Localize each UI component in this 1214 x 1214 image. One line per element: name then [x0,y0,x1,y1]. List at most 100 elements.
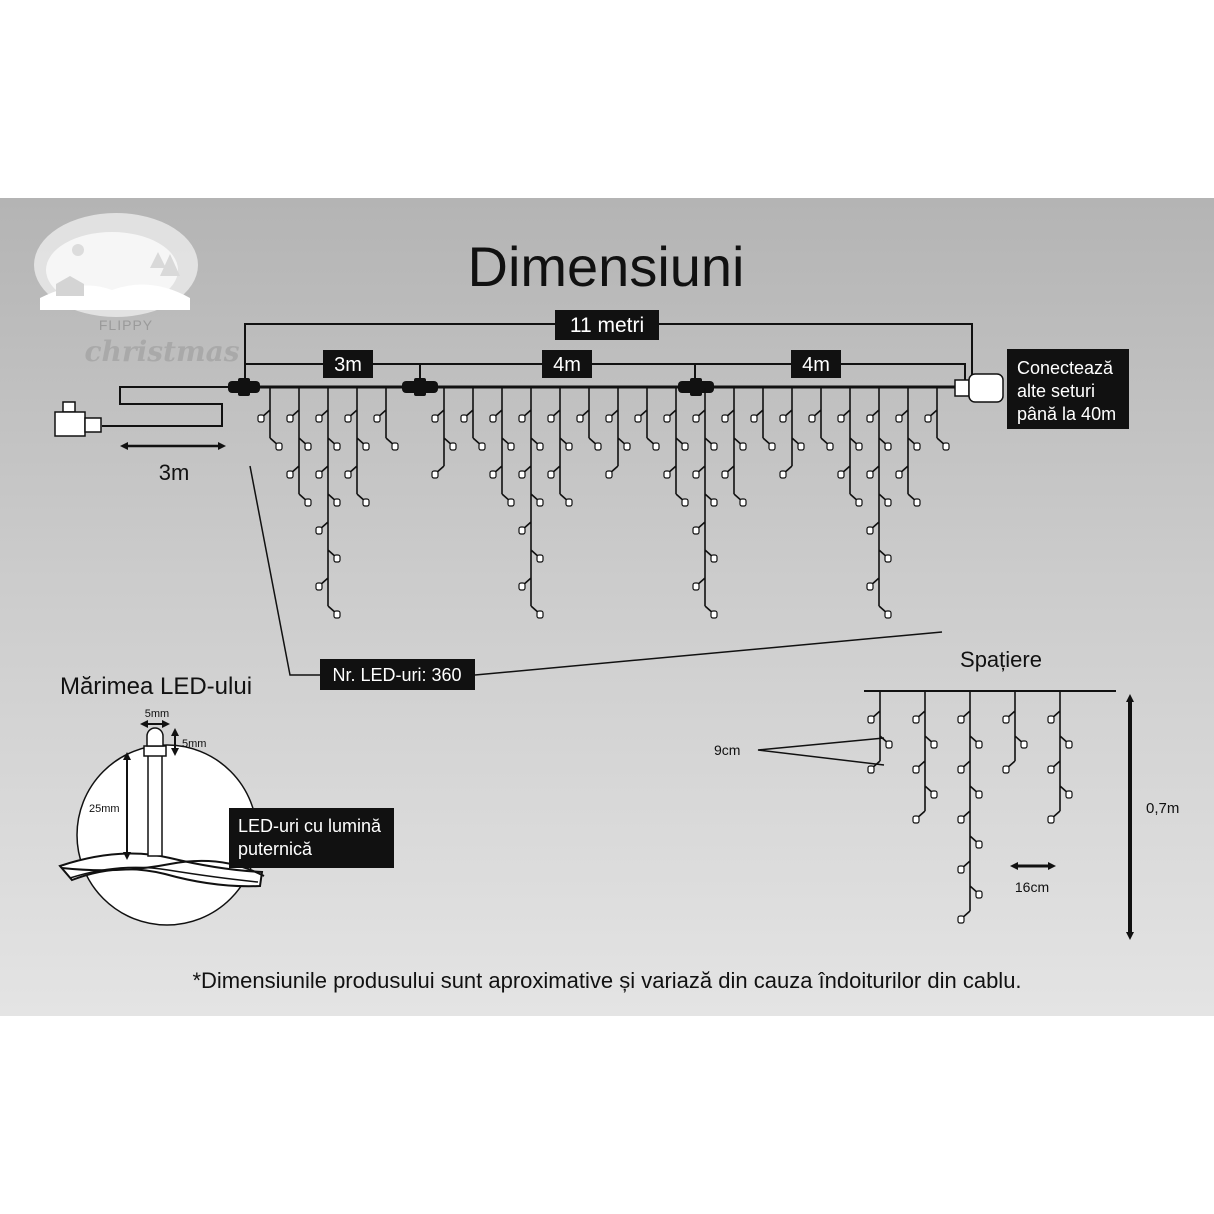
spacing-drop [1002,692,1028,774]
logo-line1: FLIPPY [99,317,153,333]
led-bulb [884,442,892,451]
led-bulb [344,470,352,479]
led-bulb [460,414,468,423]
led-drop [837,388,863,507]
led-bulb [1047,765,1055,774]
spacing-drop-label: 0,7m [1146,800,1179,817]
led-bulb [710,610,718,619]
led-bulb [518,582,526,591]
led-bulb [866,526,874,535]
led-bulb [1020,740,1028,749]
led-bulb [913,498,921,507]
led-bulb [634,414,642,423]
led-bulb [750,414,758,423]
led-bulb [681,498,689,507]
connect-note: Conectează alte seturi până la 40m [1007,349,1129,429]
led-bulb [576,414,584,423]
led-bulb [449,442,457,451]
led-bulb [924,414,932,423]
led-bulb [957,715,965,724]
led-bulb [594,442,602,451]
led-drop [344,388,370,507]
led-bulb [1065,790,1073,799]
led-bulb [1047,715,1055,724]
led-bulb [489,470,497,479]
led-bulb [866,582,874,591]
led-bulb [779,470,787,479]
led-size-title: Mărimea LED-ului [60,673,252,700]
led-drop [866,388,892,619]
led-bulb [866,470,874,479]
led-drop [547,388,573,507]
power-cable-length: 3m [159,460,190,485]
led-bulb [930,790,938,799]
led-bulb [942,442,950,451]
led-note-line2: puternică [238,839,313,859]
led-bulb [855,442,863,451]
led-bulb [975,840,983,849]
led-drop [924,388,950,451]
led-bulb [913,442,921,451]
svg-text:3m: 3m [334,354,362,376]
led-bulb [692,582,700,591]
spacing-drop [957,692,983,924]
led-bulb [652,442,660,451]
led-drop [431,388,457,479]
led-drop [373,388,399,451]
led-drop [750,388,776,451]
led-drop [663,388,689,507]
led-leg-length-label: 25mm [89,803,120,815]
power-cable [102,386,232,427]
spacing-vertical-label: 9cm [714,742,740,758]
led-bulb [884,610,892,619]
led-bulb [315,526,323,535]
led-bulb [304,442,312,451]
spacing-drop [1047,692,1073,824]
led-bulb [333,498,341,507]
led-drop [576,388,602,451]
led-bulb [681,442,689,451]
led-bulb [912,765,920,774]
led-bulb [837,414,845,423]
led-bulb [431,414,439,423]
led-drop [518,388,544,619]
led-bulb [605,470,613,479]
led-bulb [884,554,892,563]
led-bulb [957,815,965,824]
led-bulb [885,740,893,749]
dimensions-diagram: FLIPPY christmas Dimensiuni 11 metri 3m … [34,213,1179,993]
led-bulb [855,498,863,507]
led-bulb [975,890,983,899]
connector-1 [228,378,260,396]
led-bulb [333,610,341,619]
led-bulb [623,442,631,451]
led-bulb [779,414,787,423]
led-drop [605,388,631,479]
led-drop [692,388,718,619]
led-bulb [344,414,352,423]
led-bulb [333,442,341,451]
led-bulb [721,470,729,479]
svg-text:11 metri: 11 metri [570,314,644,337]
segment-2-label: 4m [542,350,592,378]
led-bulb [507,442,515,451]
led-bulb [536,610,544,619]
svg-text:Nr. LED-uri: 360: Nr. LED-uri: 360 [332,665,461,685]
led-drop [634,388,660,451]
led-drop [489,388,515,507]
svg-text:până la 40m: până la 40m [1017,404,1116,424]
led-bulb [391,442,399,451]
spacing-horizontal-label: 16cm [1015,879,1049,895]
led-bulb [721,414,729,423]
led-bulb [710,442,718,451]
logo-icon: FLIPPY christmas [34,213,240,368]
led-bulb [333,554,341,563]
led-bulb [739,498,747,507]
led-bulb [1065,740,1073,749]
connector-2 [402,378,438,396]
led-bulb [895,470,903,479]
led-bulb [518,470,526,479]
led-size-detail: 5mm 5mm 25mm LED-uri cu lumină puternică [58,708,394,926]
spacing-detail: 9cm 16cm 0,7m [714,690,1179,940]
led-drop [808,388,834,451]
